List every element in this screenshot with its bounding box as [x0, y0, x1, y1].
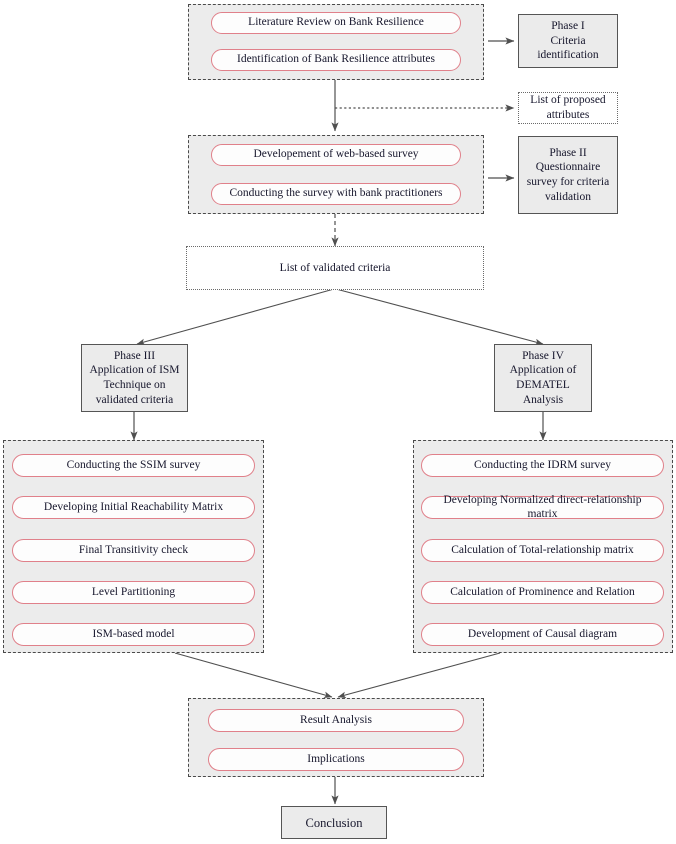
validated-criteria-box[interactable]: List of validated criteria: [186, 246, 484, 290]
phase4-step-1[interactable]: Conducting the IDRM survey: [421, 454, 664, 477]
phase4-step-4[interactable]: Calculation of Prominence and Relation: [421, 581, 664, 604]
phase3-step-3[interactable]: Final Transitivity check: [12, 539, 255, 562]
phase1-step-2[interactable]: Identification of Bank Resilience attrib…: [211, 49, 461, 71]
phase1-marker[interactable]: Phase I Criteria identification: [518, 14, 618, 68]
phase2-step-1[interactable]: Developement of web-based survey: [211, 144, 461, 166]
phase2-step-1-label: Developement of web-based survey: [253, 148, 419, 161]
phase1-step-2-label: Identification of Bank Resilience attrib…: [237, 53, 435, 66]
phase3-step-1-label: Conducting the SSIM survey: [66, 458, 201, 471]
phase3-marker-line-2: Application of ISM: [89, 364, 180, 377]
phase3-step-2-label: Developing Initial Reachability Matrix: [43, 500, 224, 513]
phase2-marker[interactable]: Phase II Questionnaire survey for criter…: [518, 136, 618, 214]
phase4-step-5[interactable]: Development of Causal diagram: [421, 623, 664, 646]
phase3-step-5[interactable]: ISM-based model: [12, 623, 255, 646]
phase2-marker-line-4: validation: [545, 190, 591, 203]
phase4-step-2[interactable]: Developing Normalized direct-relationshi…: [421, 494, 664, 520]
phase4-marker-line-1: Phase IV: [522, 349, 564, 362]
phase3-marker-line-3: Technique on: [103, 379, 166, 391]
phase1-marker-line-2: Criteria identification: [537, 34, 599, 62]
proposed-attributes-line-2: attributes: [546, 109, 590, 121]
proposed-attributes-line-1: List of proposed: [530, 94, 606, 107]
phase3-marker[interactable]: Phase III Application of ISM Technique o…: [81, 344, 188, 412]
phase3-step-4[interactable]: Level Partitioning: [12, 581, 255, 604]
phase3-step-2[interactable]: Developing Initial Reachability Matrix: [12, 496, 255, 519]
phase1-step-1-label: Literature Review on Bank Resilience: [248, 16, 424, 29]
results-step-2-label: Implications: [307, 752, 365, 765]
results-step-1-label: Result Analysis: [300, 713, 372, 726]
phase2-step-2-label: Conducting the survey with bank practiti…: [229, 187, 443, 200]
validated-criteria-label: List of validated criteria: [279, 261, 391, 274]
phase4-marker-line-2: Application of: [509, 364, 577, 377]
results-step-1[interactable]: Result Analysis: [208, 709, 464, 732]
phase2-marker-line-1: Phase II: [549, 146, 587, 159]
results-step-2[interactable]: Implications: [208, 748, 464, 771]
phase4-step-2-label: Developing Normalized direct-relationshi…: [443, 494, 642, 520]
phase3-marker-line-4: validated criteria: [95, 393, 174, 406]
phase4-step-5-label: Development of Causal diagram: [467, 627, 618, 640]
phase2-marker-line-2: Questionnaire: [535, 161, 601, 174]
phase2-marker-line-3: survey for criteria: [526, 176, 610, 188]
phase3-step-5-label: ISM-based model: [92, 627, 175, 640]
phase3-step-4-label: Level Partitioning: [91, 585, 176, 598]
conclusion-box[interactable]: Conclusion: [281, 806, 387, 839]
phase4-step-4-label: Calculation of Prominence and Relation: [450, 585, 635, 598]
phase1-step-1[interactable]: Literature Review on Bank Resilience: [211, 12, 461, 34]
phase1-marker-line-1: Phase I: [551, 19, 585, 32]
phase4-step-3-label: Calculation of Total-relationship matrix: [451, 543, 634, 556]
phase3-marker-line-1: Phase III: [113, 349, 156, 362]
conclusion-label: Conclusion: [305, 815, 363, 830]
phase4-marker-line-3: DEMATEL Analysis: [516, 379, 570, 406]
proposed-attributes-box[interactable]: List of proposed attributes: [518, 92, 618, 124]
phase4-marker[interactable]: Phase IV Application of DEMATEL Analysis: [494, 344, 592, 412]
phase4-step-1-label: Conducting the IDRM survey: [473, 458, 612, 471]
phase4-step-3[interactable]: Calculation of Total-relationship matrix: [421, 539, 664, 562]
phase3-step-3-label: Final Transitivity check: [78, 543, 189, 556]
phase2-step-2[interactable]: Conducting the survey with bank practiti…: [211, 183, 461, 205]
phase3-step-1[interactable]: Conducting the SSIM survey: [12, 454, 255, 477]
